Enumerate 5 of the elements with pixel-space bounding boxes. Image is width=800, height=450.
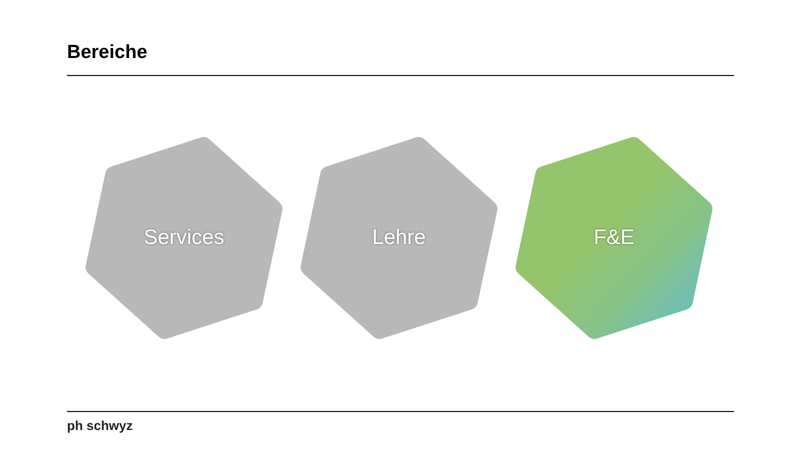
footer-text: ph schwyz	[67, 418, 133, 433]
node-label: Services	[142, 226, 226, 250]
node-label: F&E	[592, 226, 636, 250]
page-title: Bereiche	[67, 42, 148, 64]
node-label: Lehre	[371, 226, 427, 250]
